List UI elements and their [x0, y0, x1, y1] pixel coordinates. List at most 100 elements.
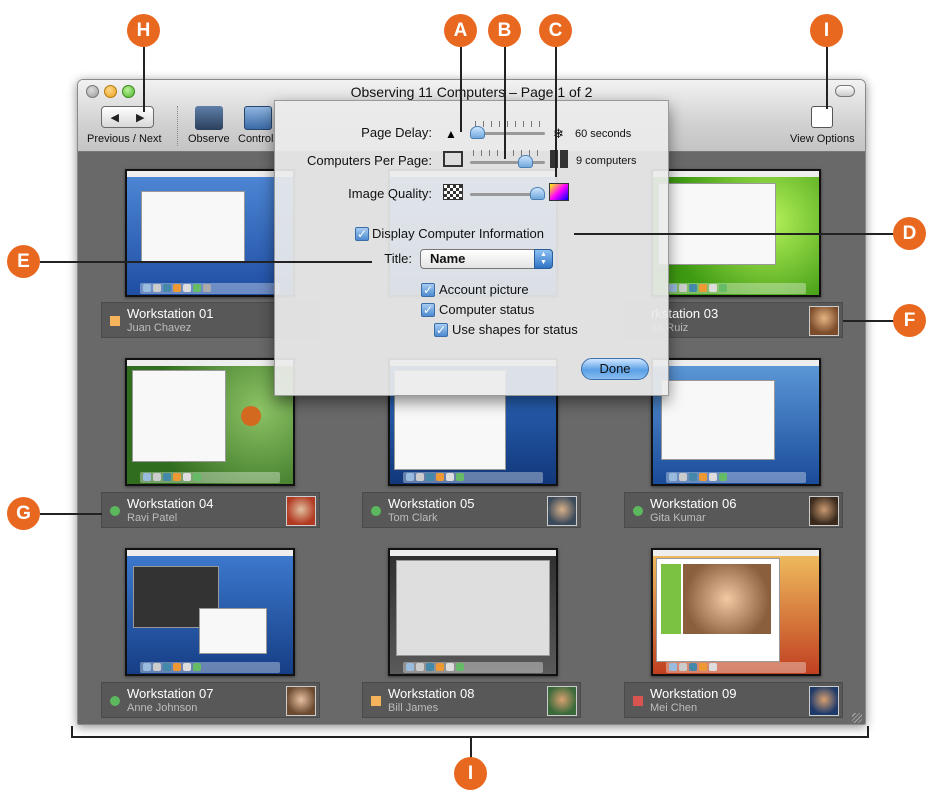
zoom-button[interactable] [122, 85, 135, 98]
keynote-window [396, 560, 550, 656]
image-quality-label: Image Quality: [348, 186, 432, 201]
callout-d: D [893, 217, 926, 250]
screen-thumbnail-06[interactable] [651, 358, 821, 486]
image-quality-slider-track[interactable] [470, 193, 545, 196]
control-label[interactable]: Control [238, 133, 274, 145]
toolbar-toggle-button[interactable] [835, 85, 855, 97]
status-indicator [110, 316, 120, 326]
callout-a-line [460, 47, 462, 132]
computer-info-04[interactable]: Workstation 04 Ravi Patel [101, 492, 320, 528]
account-picture [809, 496, 839, 526]
screen-thumbnail-01[interactable] [125, 169, 295, 297]
status-indicator [633, 696, 643, 706]
computer-name: Workstation 05 [388, 496, 475, 511]
user-name: Tom Clark [388, 512, 438, 524]
document-window [661, 380, 775, 460]
computer-info-07[interactable]: Workstation 07 Anne Johnson [101, 682, 320, 718]
callout-a: A [444, 14, 477, 47]
account-picture [809, 686, 839, 716]
callout-i-bottom-line [470, 737, 472, 759]
screen-thumbnail-04[interactable] [125, 358, 295, 486]
computer-info-08[interactable]: Workstation 08 Bill James [362, 682, 581, 718]
page-delay-ticks [475, 121, 547, 127]
user-name: Ravi Patel [127, 512, 178, 524]
popup-arrows-icon: ▲▼ [534, 249, 553, 269]
computer-info-05[interactable]: Workstation 05 Tom Clark [362, 492, 581, 528]
ladybug-graphic [241, 406, 261, 426]
account-picture-checkbox[interactable]: ✓ [421, 283, 435, 297]
callout-f: F [893, 304, 926, 337]
observe-label[interactable]: Observe [188, 133, 230, 145]
computers-per-page-value: 9 computers [576, 155, 637, 167]
computer-info-09[interactable]: Workstation 09 Mei Chen [624, 682, 843, 718]
computer-name: Workstation 04 [127, 496, 214, 511]
menubar [127, 171, 293, 177]
done-button[interactable]: Done [581, 358, 649, 380]
info-window [199, 608, 267, 654]
callout-c-line [555, 47, 557, 177]
control-screen-icon[interactable] [244, 106, 272, 130]
previous-next-button[interactable]: ◀ ▶ [101, 106, 154, 128]
callout-d-line [574, 233, 894, 235]
use-shapes-label[interactable]: Use shapes for status [452, 322, 578, 337]
dock [140, 283, 280, 294]
view-options-label[interactable]: View Options [790, 133, 855, 145]
display-info-label[interactable]: Display Computer Information [372, 226, 544, 241]
status-indicator [371, 696, 381, 706]
callout-h: H [127, 14, 160, 47]
callout-g: G [7, 497, 40, 530]
screen-thumbnail-09[interactable] [651, 548, 821, 676]
callout-b-line [504, 47, 506, 159]
computers-per-page-ticks [473, 150, 545, 156]
magazine-graphic [661, 564, 681, 634]
finder-window [141, 191, 245, 263]
computer-status-checkbox[interactable]: ✓ [421, 303, 435, 317]
close-button[interactable] [86, 85, 99, 98]
callout-i-bottom: I [454, 757, 487, 790]
computer-status-label[interactable]: Computer status [439, 302, 535, 317]
previous-arrow-icon[interactable]: ◀ [110, 111, 119, 124]
dock [666, 283, 806, 294]
screen-thumbnail-07[interactable] [125, 548, 295, 676]
display-info-checkbox[interactable]: ✓ [355, 227, 369, 241]
view-options-icon[interactable] [811, 106, 833, 128]
screen-thumbnail-08[interactable] [388, 548, 558, 676]
title-popup-value: Name [430, 251, 466, 266]
menubar [127, 550, 293, 556]
minimize-button[interactable] [104, 85, 117, 98]
callout-i-top-line [826, 47, 828, 109]
callout-i-top: I [810, 14, 843, 47]
computer-name: Workstation 07 [127, 686, 214, 701]
dock [140, 662, 280, 673]
window-title: Observing 11 Computers – Page 1 of 2 [350, 84, 593, 100]
page-delay-slider-track[interactable] [470, 132, 545, 135]
account-picture [809, 306, 839, 336]
view-options-sheet: Page Delay: ▲ ❄ 60 seconds Computers Per… [274, 100, 669, 396]
resize-grip-icon[interactable] [852, 713, 862, 723]
dock [666, 662, 806, 673]
binoculars-icon[interactable] [195, 106, 223, 130]
computers-per-page-slider-track[interactable] [470, 161, 545, 164]
status-indicator [110, 506, 120, 516]
title-popup[interactable]: Name ▲▼ [420, 249, 553, 269]
computer-info-06[interactable]: Workstation 06 Gita Kumar [624, 492, 843, 528]
computer-name: Workstation 06 [650, 496, 737, 511]
use-shapes-checkbox[interactable]: ✓ [434, 323, 448, 337]
computers-per-page-slider-knob[interactable] [518, 155, 533, 168]
grid-screens-icon [550, 150, 568, 168]
single-screen-icon [443, 151, 463, 167]
menubar [127, 360, 293, 366]
page-delay-slider-knob[interactable] [470, 126, 485, 139]
finder-window [658, 183, 776, 265]
rabbit-icon: ❄ [553, 126, 564, 141]
account-picture-label[interactable]: Account picture [439, 282, 529, 297]
computer-name: Workstation 09 [650, 686, 737, 701]
computer-name: Workstation 01 [127, 306, 214, 321]
status-indicator [633, 506, 643, 516]
callout-e-line [40, 261, 372, 263]
menubar [653, 171, 819, 177]
next-arrow-icon[interactable]: ▶ [136, 111, 145, 124]
image-quality-slider-knob[interactable] [530, 187, 545, 200]
status-indicator [110, 696, 120, 706]
dock [666, 472, 806, 483]
